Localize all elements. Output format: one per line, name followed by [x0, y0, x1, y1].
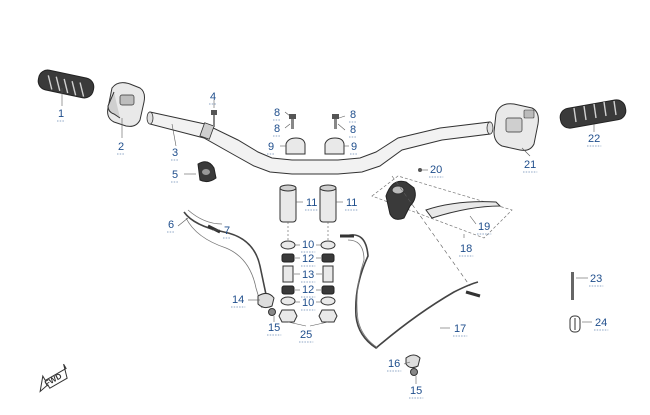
callout-8-c: 8 — [350, 109, 356, 121]
callout-10-a: 10 — [302, 239, 314, 251]
callout-15-b: 15 — [410, 385, 422, 397]
callout-2: 2 — [118, 141, 124, 153]
callout-17: 17 — [454, 323, 466, 335]
brake-lever-assembly — [371, 168, 513, 239]
cables-6-7 — [183, 209, 269, 309]
callout-12-a: 12 — [302, 253, 314, 265]
callout-8-d: 8 — [350, 124, 356, 136]
left-switch-housing — [107, 82, 145, 127]
bushing-stack — [278, 240, 338, 323]
callout-15-a: 15 — [268, 322, 280, 334]
upper-clamp-bolts — [285, 114, 345, 155]
callout-24: 24 — [595, 317, 607, 329]
callout-18: 18 — [460, 243, 472, 255]
callout-1: 1 — [58, 108, 64, 120]
callout-11-b: 11 — [346, 197, 357, 209]
leader-lines — [61, 88, 595, 384]
bolt-4 — [211, 110, 217, 127]
callout-9-b: 9 — [351, 141, 357, 153]
callout-25: 25 — [300, 329, 312, 341]
screw-23 — [571, 272, 574, 300]
callout-13: 13 — [302, 269, 314, 281]
right-grip — [559, 99, 627, 129]
callout-19: 19 — [478, 221, 490, 233]
callout-6: 6 — [168, 219, 174, 231]
callout-20: 20 — [430, 164, 442, 176]
right-switch-housing — [493, 103, 539, 151]
callout-3: 3 — [172, 147, 178, 159]
callout-8-b: 8 — [274, 123, 280, 135]
cable-clip-left — [257, 292, 276, 316]
callout-labels: 1 2 3 4 5 6 7 8 8 8 8 9 9 10 10 11 11 12… — [58, 91, 607, 397]
callout-23: 23 — [590, 273, 602, 285]
forward-direction-arrow: FWD — [39, 363, 68, 393]
riser-mounts — [279, 184, 337, 240]
callout-16: 16 — [388, 358, 400, 370]
clamp-bracket-5 — [197, 161, 217, 183]
callout-21: 21 — [524, 159, 536, 171]
callout-11-a: 11 — [306, 197, 317, 209]
pin-24 — [569, 315, 581, 333]
callout-7: 7 — [224, 225, 230, 237]
callout-10-b: 10 — [302, 297, 314, 309]
left-grip — [37, 69, 95, 99]
callout-12-b: 12 — [302, 284, 314, 296]
callout-4: 4 — [210, 91, 216, 103]
callout-9-a: 9 — [268, 141, 274, 153]
callout-8-a: 8 — [274, 107, 280, 119]
handlebar — [146, 111, 494, 175]
callout-22: 22 — [588, 133, 600, 145]
callout-14: 14 — [232, 294, 244, 306]
throttle-cable — [340, 234, 481, 376]
callout-5: 5 — [172, 169, 178, 181]
